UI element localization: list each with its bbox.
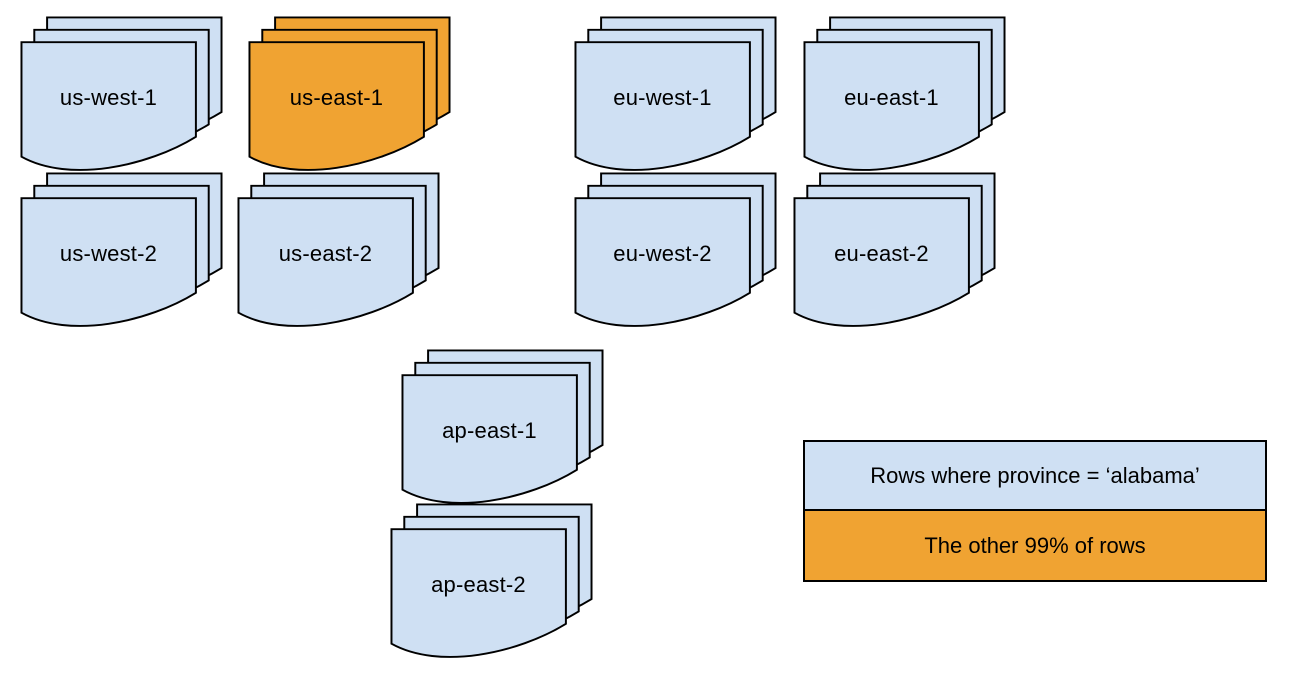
document-sheet [390,528,567,658]
doc-stack-ap-east-2: ap-east-2 [390,503,593,658]
doc-stack-us-west-1: us-west-1 [20,16,223,171]
document-stack-icon [401,349,604,504]
legend-item-other-rows: The other 99% of rows [805,511,1265,580]
document-sheet [237,197,414,327]
document-sheet [793,197,970,327]
doc-stack-us-west-2: us-west-2 [20,172,223,327]
legend-item-label: Rows where province = ‘alabama’ [870,462,1200,488]
doc-stack-us-east-2: us-east-2 [237,172,440,327]
document-sheet [20,41,197,171]
document-sheet [20,197,197,327]
document-sheet [248,41,425,171]
document-stack-icon [390,503,593,658]
document-stack-icon [574,172,777,327]
document-sheet [803,41,980,171]
document-stack-icon [803,16,1006,171]
document-stack-icon [237,172,440,327]
doc-stack-eu-west-1: eu-west-1 [574,16,777,171]
document-sheet [574,197,751,327]
document-sheet [574,41,751,171]
doc-stack-eu-east-2: eu-east-2 [793,172,996,327]
legend: Rows where province = ‘alabama’ The othe… [803,440,1267,582]
document-stack-icon [20,172,223,327]
document-stack-icon [793,172,996,327]
document-sheet [401,374,578,504]
document-stack-icon [248,16,451,171]
legend-item-label: The other 99% of rows [924,532,1146,558]
doc-stack-eu-east-1: eu-east-1 [803,16,1006,171]
doc-stack-us-east-1: us-east-1 [248,16,451,171]
legend-item-alabama-rows: Rows where province = ‘alabama’ [805,442,1265,511]
document-stack-icon [20,16,223,171]
document-stack-icon [574,16,777,171]
doc-stack-ap-east-1: ap-east-1 [401,349,604,504]
doc-stack-eu-west-2: eu-west-2 [574,172,777,327]
